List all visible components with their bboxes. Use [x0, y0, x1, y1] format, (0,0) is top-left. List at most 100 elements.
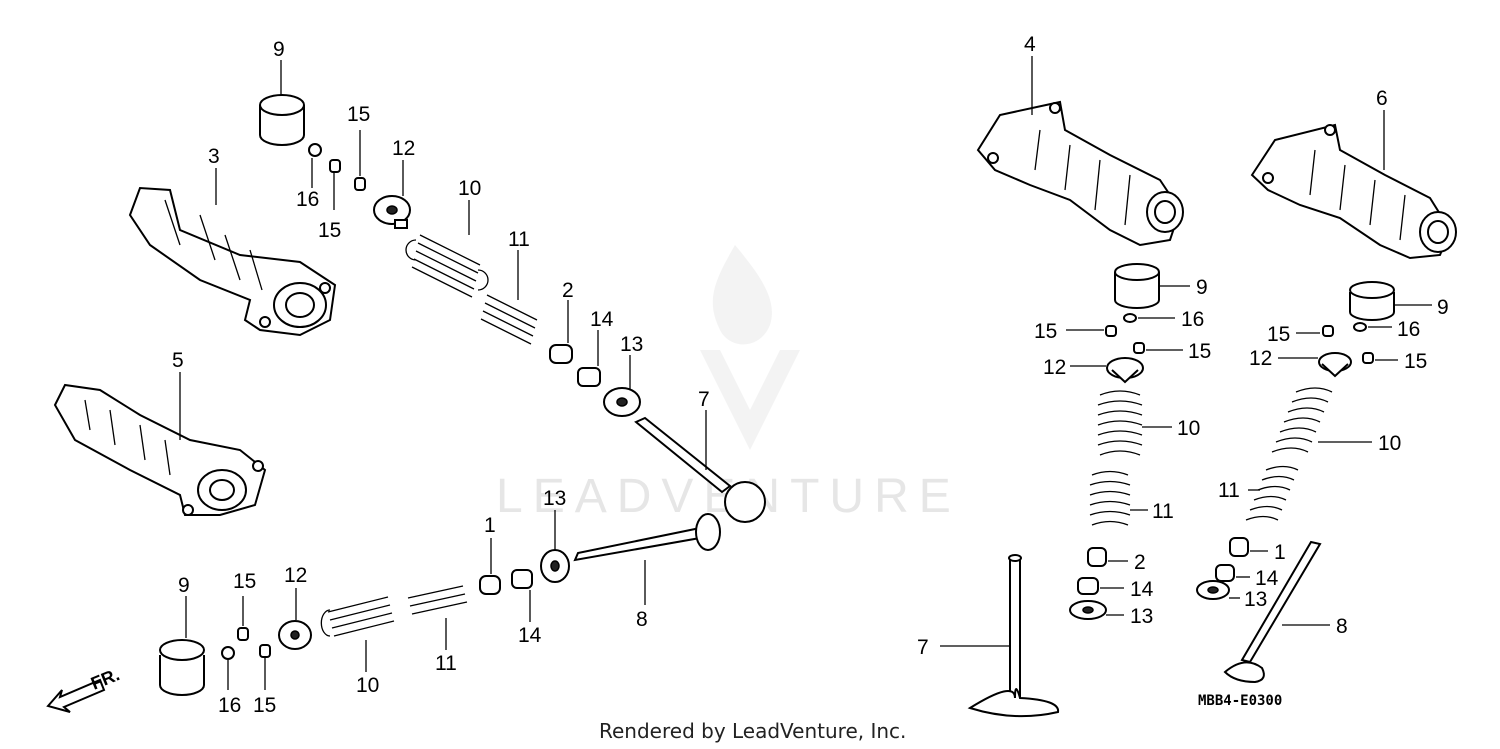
- spring-retainer-12: [1106, 357, 1144, 384]
- shim-16: [1123, 313, 1137, 323]
- valve-spring-10: [405, 234, 489, 298]
- callout-4: 4: [1024, 33, 1036, 56]
- cotter-15b: [259, 644, 271, 658]
- callout-9: 9: [1196, 276, 1208, 299]
- callout-15: 15: [1188, 340, 1211, 363]
- tappet-9-right: [1114, 263, 1160, 309]
- callout-16: 16: [218, 694, 241, 717]
- callout-10: 10: [1378, 432, 1401, 455]
- valve-spring-11: [1245, 465, 1299, 521]
- callout-3: 3: [208, 145, 220, 168]
- spring-seat-1: [479, 575, 501, 595]
- callout-13: 13: [543, 487, 566, 510]
- washer-13: [603, 387, 641, 417]
- callout-16: 16: [1181, 308, 1204, 331]
- cotter-15b: [1362, 352, 1374, 364]
- shim-16: [308, 143, 322, 157]
- callout-15: 15: [1267, 323, 1290, 346]
- callout-15: 15: [1404, 350, 1427, 373]
- callout-1: 1: [1274, 541, 1286, 564]
- render-credit: Rendered by LeadVenture, Inc.: [599, 719, 906, 743]
- callout-14: 14: [1255, 567, 1279, 590]
- callout-12: 12: [1249, 347, 1272, 370]
- cotter-15: [329, 159, 341, 173]
- tappet-9-rightmost: [1349, 281, 1395, 321]
- callout-15: 15: [318, 219, 341, 242]
- washer-13: [1196, 580, 1230, 600]
- watermark-logo: [700, 245, 800, 450]
- callout-15: 15: [347, 103, 370, 126]
- callout-11: 11: [508, 228, 530, 251]
- camshaft-3: [128, 186, 337, 337]
- callout-9: 9: [273, 38, 285, 61]
- callout-11: 11: [435, 652, 457, 675]
- valve-8-right: [1223, 540, 1322, 684]
- callout-12: 12: [284, 564, 307, 587]
- valve-spring-10: [1271, 387, 1333, 453]
- callout-12: 12: [1043, 356, 1066, 379]
- valve-7-right: [967, 554, 1060, 718]
- cotter-15b: [1133, 342, 1145, 354]
- camshaft-6: [1250, 123, 1457, 260]
- callout-12: 12: [392, 137, 415, 160]
- callout-14: 14: [1130, 578, 1154, 601]
- cotter-15: [1105, 325, 1117, 337]
- spring-retainer-12: [373, 195, 411, 229]
- valve-spring-11: [480, 294, 538, 345]
- tappet-9-bottom: [159, 639, 205, 696]
- callout-14: 14: [590, 308, 614, 331]
- fr-label: FR.: [88, 664, 122, 693]
- tappet-9-left: [259, 94, 305, 146]
- callout-1: 1: [484, 514, 496, 537]
- callout-15: 15: [253, 694, 276, 717]
- callout-10: 10: [1177, 417, 1200, 440]
- spring-seat-2: [549, 344, 573, 364]
- stem-seal-14: [1077, 577, 1099, 595]
- valve-spring-11: [407, 585, 468, 615]
- spring-seat-2: [1087, 547, 1107, 567]
- callout-9: 9: [1437, 296, 1449, 319]
- shim-16: [221, 646, 235, 660]
- spring-seat-1: [1229, 537, 1249, 557]
- stem-seal-14: [577, 367, 601, 387]
- callout-5: 5: [172, 349, 184, 372]
- washer-13: [540, 549, 570, 583]
- callout-11: 11: [1152, 500, 1174, 523]
- cotter-15: [237, 627, 249, 641]
- callout-10: 10: [356, 674, 379, 697]
- callout-10: 10: [458, 177, 481, 200]
- callout-13: 13: [1244, 588, 1267, 611]
- callout-2: 2: [1134, 551, 1146, 574]
- callout-13: 13: [620, 333, 643, 356]
- callout-8: 8: [636, 608, 648, 631]
- shim-16: [1353, 322, 1367, 332]
- callout-8: 8: [1336, 615, 1348, 638]
- camshaft-5: [53, 383, 267, 516]
- washer-13: [1069, 600, 1107, 620]
- diagram-code: MBB4-E0300: [1198, 693, 1282, 709]
- stem-seal-14: [511, 569, 533, 589]
- callout-15: 15: [1034, 320, 1057, 343]
- valve-spring-10: [1097, 390, 1143, 456]
- callout-11: 11: [1218, 479, 1240, 502]
- callout-7: 7: [917, 636, 929, 659]
- front-direction-arrow: FR.: [46, 664, 122, 713]
- valve-spring-11: [1089, 470, 1131, 526]
- callout-2: 2: [562, 279, 574, 302]
- camshaft-4: [976, 100, 1184, 247]
- callout-6: 6: [1376, 87, 1388, 110]
- callout-9: 9: [178, 574, 190, 597]
- callout-14: 14: [518, 624, 542, 647]
- callout-16: 16: [296, 188, 319, 211]
- valve-spring-10: [320, 596, 395, 637]
- callout-16: 16: [1397, 318, 1420, 341]
- callout-13: 13: [1130, 605, 1153, 628]
- spring-retainer-12: [278, 620, 312, 650]
- cotter-15: [1322, 325, 1334, 337]
- stem-seal-14: [1215, 564, 1235, 582]
- valve-7-left: [634, 416, 766, 523]
- callout-15: 15: [233, 570, 256, 593]
- valve-8-left: [573, 513, 721, 562]
